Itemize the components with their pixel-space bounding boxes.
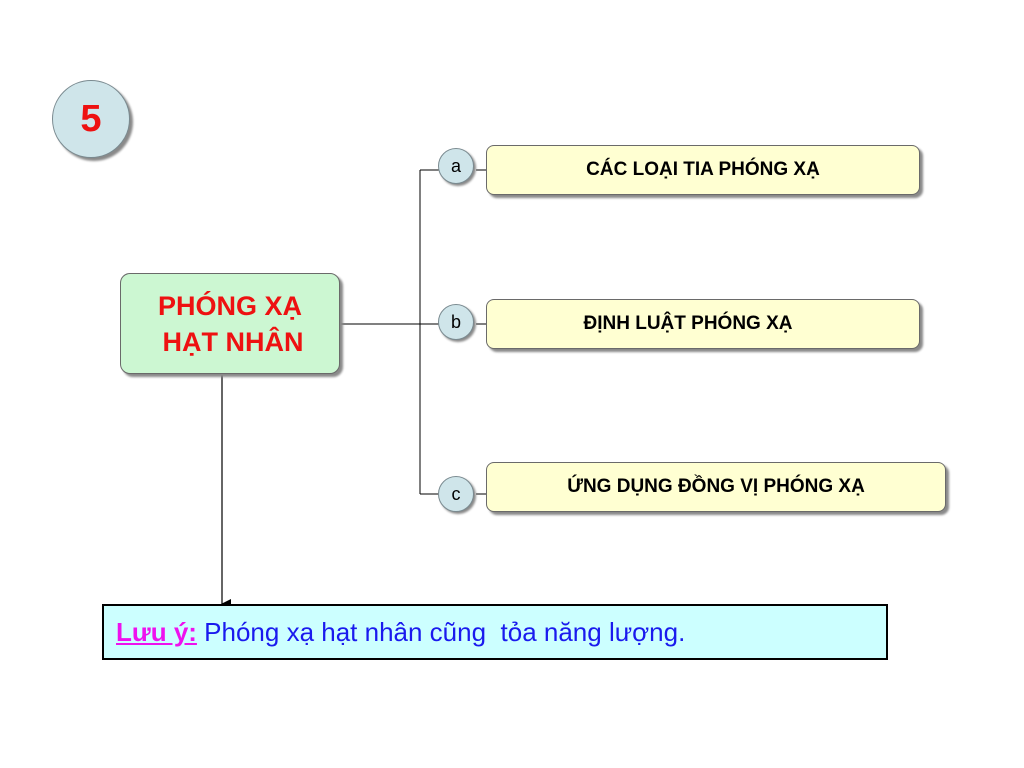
branch-letter-a: a (438, 148, 474, 184)
branch-text-a: CÁC LOẠI TIA PHÓNG XẠ (586, 159, 820, 180)
branch-box-c: ỨNG DỤNG ĐỒNG VỊ PHÓNG XẠ (486, 462, 946, 512)
branch-box-a: CÁC LOẠI TIA PHÓNG XẠ (486, 145, 920, 195)
note-label: Lưu ý: (116, 616, 197, 647)
branch-letter-c: c (438, 476, 474, 512)
branch-letter-b: b (438, 304, 474, 340)
slide-number-badge: 5 (52, 80, 130, 158)
branch-text-c: ỨNG DỤNG ĐỒNG VỊ PHÓNG XẠ (567, 476, 865, 497)
main-topic-line2: HẠT NHÂN (162, 326, 304, 357)
main-topic-line1: PHÓNG XẠ (157, 290, 303, 321)
branch-text-b: ĐỊNH LUẬT PHÓNG XẠ (583, 313, 793, 334)
main-topic-box: PHÓNG XẠ HẠT NHÂN (120, 273, 340, 374)
note-text: Phóng xạ hạt nhân cũng tỏa năng lượng. (196, 616, 686, 647)
branch-box-b: ĐỊNH LUẬT PHÓNG XẠ (486, 299, 920, 349)
note-box: Lưu ý: Phóng xạ hạt nhân cũng tỏa năng l… (102, 604, 888, 660)
